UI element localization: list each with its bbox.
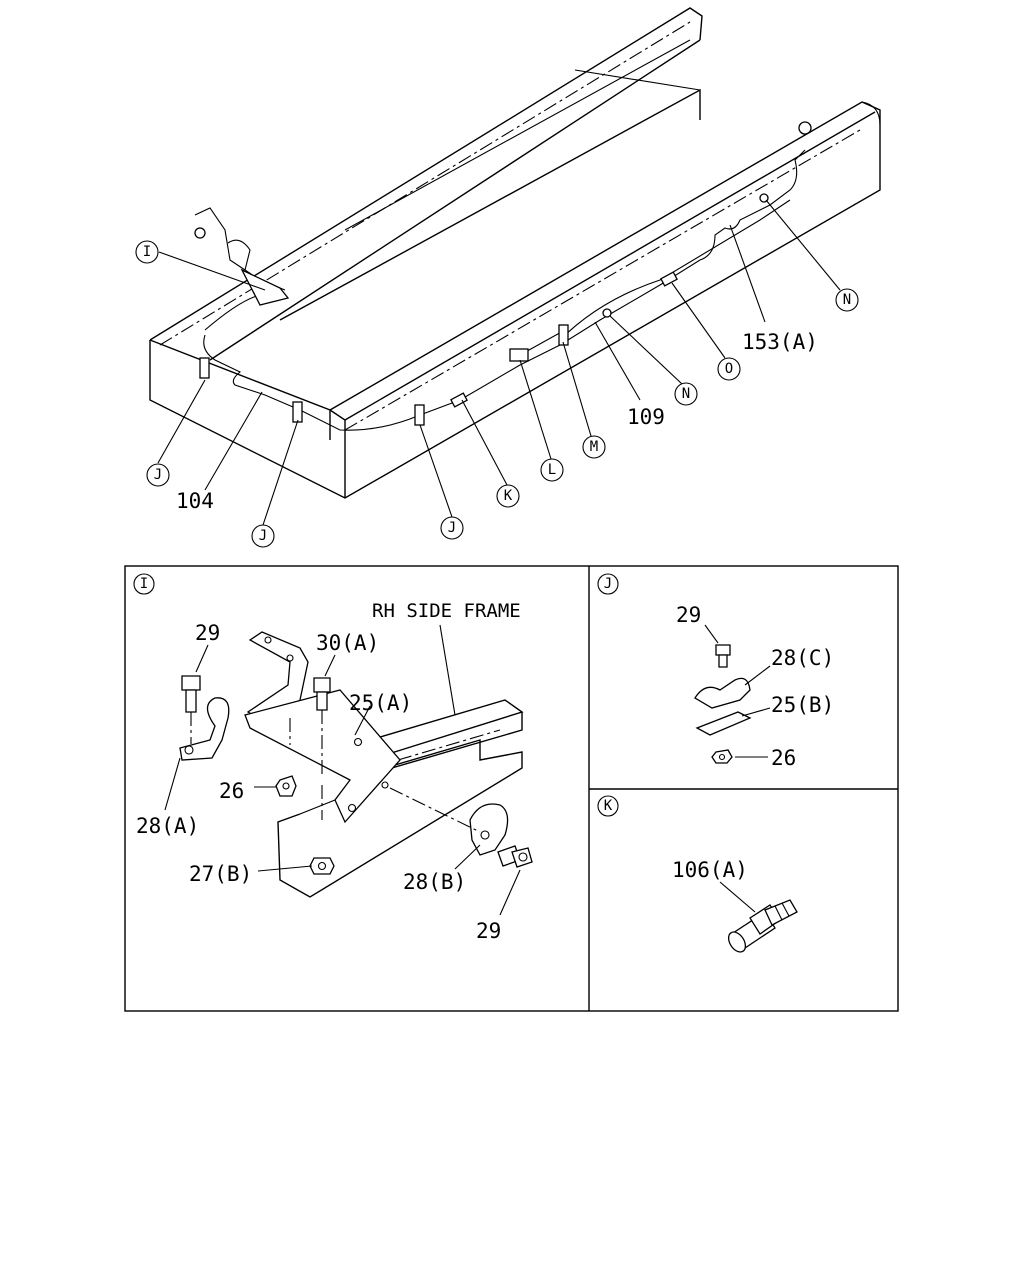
label-25a: 25(A) (349, 691, 412, 715)
label-29-top: 29 (195, 621, 220, 645)
callout-n-upper: N (835, 288, 859, 312)
svg-text:L: L (548, 462, 556, 478)
detail-i: I RH SIDE FRAME (133, 573, 533, 943)
callout-j-left: J (146, 463, 170, 487)
svg-text:N: N (843, 292, 851, 308)
svg-text:K: K (604, 798, 613, 814)
callout-l: L (540, 458, 564, 482)
callout-j-right: J (440, 516, 464, 540)
rh-side-frame-label: RH SIDE FRAME (372, 600, 521, 622)
svg-text:J: J (154, 467, 162, 483)
detail-j: J 29 28(C) 25(B) 26 (597, 573, 834, 770)
label-109: 109 (627, 405, 665, 429)
callout-o: O (717, 357, 741, 381)
label-25b: 25(B) (771, 693, 834, 717)
label-104: 104 (176, 489, 214, 513)
callout-n-lower: N (674, 382, 698, 406)
label-27b: 27(B) (189, 862, 252, 886)
label-28a: 28(A) (136, 814, 199, 838)
label-28b: 28(B) (403, 870, 466, 894)
detail-frame (124, 565, 899, 1012)
svg-text:I: I (140, 576, 148, 592)
svg-text:M: M (590, 439, 598, 455)
label-26: 26 (219, 779, 244, 803)
callout-i: I (135, 240, 159, 264)
label-30a: 30(A) (316, 631, 379, 655)
label-j-29: 29 (676, 603, 701, 627)
label-29-bottom: 29 (476, 919, 501, 943)
svg-text:J: J (259, 528, 267, 544)
label-j-26: 26 (771, 746, 796, 770)
svg-text:J: J (604, 576, 612, 592)
overview-frame-assembly: I J J J K L M N (135, 7, 881, 548)
svg-text:N: N (682, 386, 690, 402)
detail-k: K 106(A) (597, 795, 798, 953)
callout-j-middle: J (251, 524, 275, 548)
svg-text:O: O (725, 361, 733, 377)
label-153a: 153(A) (742, 330, 818, 354)
svg-text:K: K (504, 488, 513, 504)
svg-text:J: J (448, 520, 456, 536)
callout-k: K (496, 484, 520, 508)
callout-m: M (582, 435, 606, 459)
label-106a: 106(A) (672, 858, 748, 882)
label-28c: 28(C) (771, 646, 834, 670)
svg-text:I: I (143, 244, 151, 260)
